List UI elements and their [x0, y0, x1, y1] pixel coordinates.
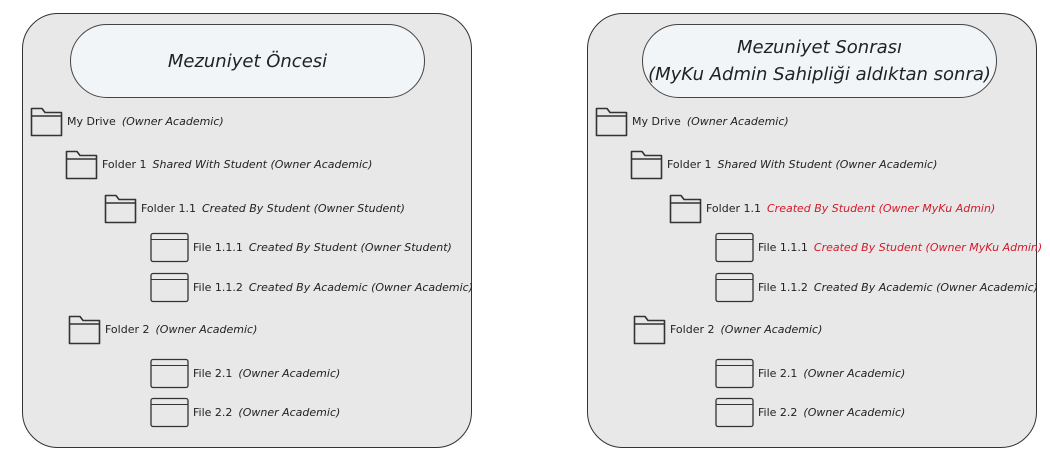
tree-node-folder-1: Folder 1 Shared With Student (Owner Acad…: [65, 149, 372, 180]
node-name: File 2.1: [193, 367, 233, 380]
node-name: File 1.1.2: [193, 281, 243, 294]
panel-title-line-2: (MyKu Admin Sahipliği aldıktan sonra): [648, 64, 991, 85]
file-icon: [715, 397, 754, 428]
node-name: My Drive: [67, 115, 116, 128]
tree-node-folder-2: Folder 2 (Owner Academic): [633, 314, 822, 345]
node-name: Folder 1: [102, 158, 147, 171]
tree-node-file-2-2: File 2.2 (Owner Academic): [715, 397, 905, 428]
file-icon: [150, 397, 189, 428]
node-owner: (Owner Academic): [238, 367, 341, 380]
panel-title-text: Mezuniyet Öncesi: [167, 50, 328, 72]
folder-icon: [633, 314, 666, 345]
tree-node-folder-2: Folder 2 (Owner Academic): [68, 314, 257, 345]
panel-title: Mezuniyet Sonrası (MyKu Admin Sahipliği …: [642, 24, 997, 98]
before-graduation-panel: Mezuniyet Öncesi My Drive (Owner Academi…: [22, 13, 473, 448]
tree-node-file-2-2: File 2.2 (Owner Academic): [150, 397, 340, 428]
tree-node-file-1-1-1: File 1.1.1 Created By Student (Owner MyK…: [715, 232, 1042, 263]
node-name: Folder 2: [105, 323, 150, 336]
folder-icon: [104, 193, 137, 224]
folder-icon: [595, 106, 628, 137]
node-owner: (Owner Academic): [720, 323, 823, 336]
node-name: Folder 2: [670, 323, 715, 336]
file-icon: [150, 232, 189, 263]
tree-node-folder-1-1: Folder 1.1 Created By Student (Owner Stu…: [104, 193, 405, 224]
node-name: File 1.1.1: [758, 241, 808, 254]
tree-node-my-drive: My Drive (Owner Academic): [30, 106, 224, 137]
node-owner: (Owner Academic): [803, 406, 906, 419]
file-icon: [150, 358, 189, 389]
tree-node-file-1-1-1: File 1.1.1 Created By Student (Owner Stu…: [150, 232, 452, 263]
panel-title-line-1: Mezuniyet Sonrası: [736, 37, 903, 58]
folder-icon: [669, 193, 702, 224]
node-owner: Created By Academic (Owner Academic): [248, 281, 473, 294]
after-graduation-panel: Mezuniyet Sonrası (MyKu Admin Sahipliği …: [587, 13, 1042, 448]
node-name: Folder 1.1: [706, 202, 761, 215]
folder-icon: [65, 149, 98, 180]
node-owner: (Owner Academic): [238, 406, 341, 419]
tree-node-folder-1: Folder 1 Shared With Student (Owner Acad…: [630, 149, 937, 180]
tree-node-file-1-1-2: File 1.1.2 Created By Academic (Owner Ac…: [150, 272, 473, 303]
node-owner-changed: Created By Student (Owner MyKu Admin): [813, 241, 1043, 254]
node-name: File 1.1.1: [193, 241, 243, 254]
node-owner: (Owner Academic): [121, 115, 224, 128]
node-owner: Shared With Student (Owner Academic): [152, 158, 373, 171]
node-name: My Drive: [632, 115, 681, 128]
node-owner: Created By Student (Owner Student): [201, 202, 405, 215]
file-icon: [715, 232, 754, 263]
file-icon: [150, 272, 189, 303]
file-icon: [715, 272, 754, 303]
node-owner: (Owner Academic): [686, 115, 789, 128]
node-owner: (Owner Academic): [803, 367, 906, 380]
node-owner: Created By Academic (Owner Academic): [813, 281, 1038, 294]
tree-node-folder-1-1: Folder 1.1 Created By Student (Owner MyK…: [669, 193, 995, 224]
node-name: Folder 1.1: [141, 202, 196, 215]
tree-node-file-1-1-2: File 1.1.2 Created By Academic (Owner Ac…: [715, 272, 1038, 303]
node-owner: Shared With Student (Owner Academic): [717, 158, 938, 171]
node-owner: Created By Student (Owner Student): [248, 241, 452, 254]
node-name: File 1.1.2: [758, 281, 808, 294]
tree-node-file-2-1: File 2.1 (Owner Academic): [150, 358, 340, 389]
folder-icon: [630, 149, 663, 180]
tree-node-my-drive: My Drive (Owner Academic): [595, 106, 789, 137]
panel-title: Mezuniyet Öncesi: [70, 24, 425, 98]
node-owner: (Owner Academic): [155, 323, 258, 336]
folder-icon: [30, 106, 63, 137]
node-name: File 2.2: [758, 406, 798, 419]
node-name: File 2.2: [193, 406, 233, 419]
tree-node-file-2-1: File 2.1 (Owner Academic): [715, 358, 905, 389]
node-name: File 2.1: [758, 367, 798, 380]
node-owner-changed: Created By Student (Owner MyKu Admin): [766, 202, 996, 215]
file-icon: [715, 358, 754, 389]
folder-icon: [68, 314, 101, 345]
node-name: Folder 1: [667, 158, 712, 171]
